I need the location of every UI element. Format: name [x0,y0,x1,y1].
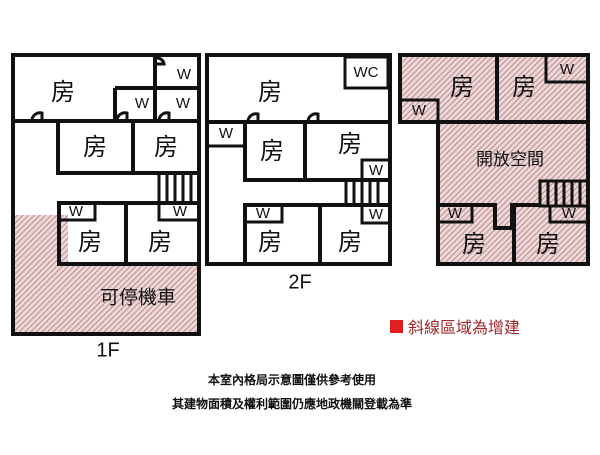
wc-label: W [176,95,191,112]
parking-label: 可停機車 [100,287,176,309]
legend-swatch [390,320,403,333]
room-label: 房 [83,133,107,161]
room-label: 房 [51,78,75,106]
wc-label: W [219,125,234,142]
floor-2f-plan: 房 房 房 房 房 WC W W W W 2F [205,53,392,293]
room-label: 房 [148,228,172,256]
wc-label: W [369,162,384,179]
extension-hatch-area [400,55,588,264]
wc-label: W [256,205,271,222]
wc-label: W [173,203,188,220]
open-space-label: 開放空間 [476,150,544,170]
wc-label: W [412,102,427,119]
room-label: 房 [536,230,560,258]
room-label: 房 [338,228,362,256]
room-label: 房 [338,130,362,158]
wc-label: W [177,66,192,83]
extension-hatch-area [13,264,199,334]
room-label: 房 [154,133,178,161]
room-label: 房 [462,230,486,258]
floor-3f-plan: 房 房 房 房 開放空間 W W W W [398,53,590,266]
room-label: 房 [450,73,474,101]
disclaimer-line-1: 本室內格局示意圖僅供參考使用 [208,372,376,387]
wc-label: WC [354,64,379,81]
legend: 斜線區域為增建 [390,318,520,337]
wc-label: W [448,205,463,222]
wc-label: W [562,205,577,222]
wc-label: W [69,203,84,220]
floor-label-2f: 2F [288,271,311,293]
room-label: 房 [512,73,536,101]
room-label: 房 [258,228,282,256]
wc-label: W [135,95,150,112]
wc-label: W [560,61,575,78]
room-label: 房 [260,137,284,165]
floor-1f-plan: 房 房 房 房 房 W W W W W 可停機車 1F [11,53,201,361]
legend-text: 斜線區域為增建 [408,318,520,337]
room-label: 房 [258,78,282,106]
outer-wall [398,53,590,266]
wc-label: W [369,206,384,223]
room-label: 房 [78,228,102,256]
disclaimer-line-2: 其建物面積及權利範圍仍應地政機關登載為準 [172,396,412,411]
floor-label-1f: 1F [96,339,119,361]
stairs [157,171,201,205]
